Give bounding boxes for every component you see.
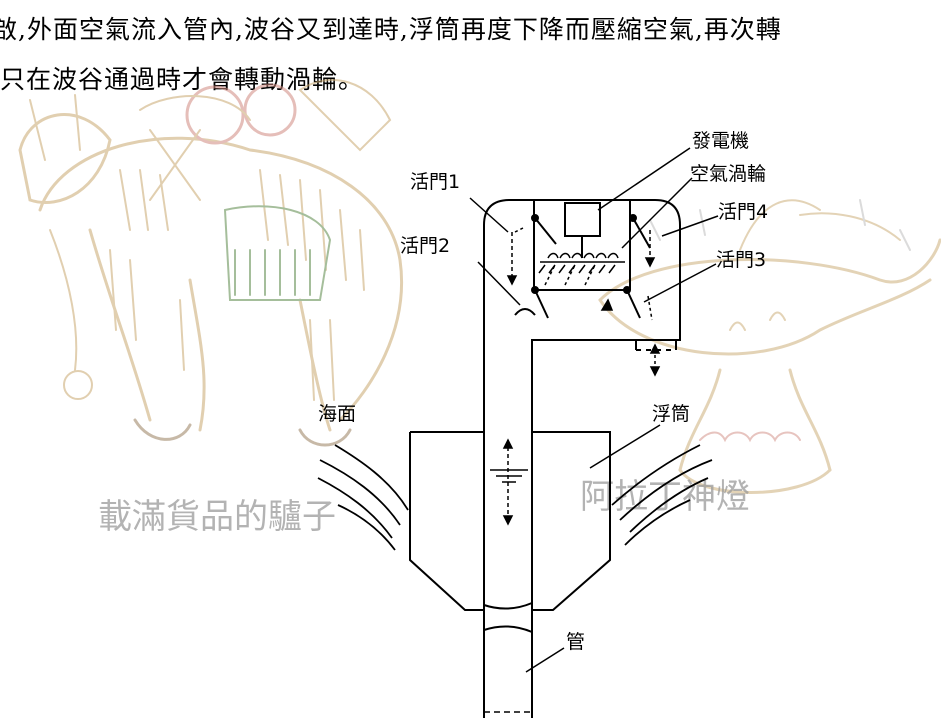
label-float: 浮筒 — [652, 403, 690, 425]
flow-arrows — [502, 227, 661, 526]
generator-box — [564, 202, 601, 237]
label-valve-3: 活門3 — [716, 249, 766, 271]
label-air-turbine: 空氣渦輪 — [690, 163, 766, 185]
main-tube-left — [483, 199, 511, 700]
upper-chamber — [510, 199, 681, 700]
label-valve-1: 活門1 — [410, 171, 460, 193]
float-body — [409, 431, 611, 611]
apparatus — [317, 199, 713, 718]
label-valve-2: 活門2 — [400, 235, 450, 257]
lamp-caption: 阿拉丁神燈 — [580, 477, 750, 517]
label-pipe: 管 — [566, 631, 585, 653]
donkey-sketch — [18, 79, 403, 447]
leader-lines — [469, 147, 719, 673]
donkey-caption: 載滿貨品的驢子 — [98, 497, 336, 537]
label-valve-4: 活門4 — [718, 201, 768, 223]
label-generator: 發電機 — [692, 130, 749, 152]
label-sea-surface: 海面 — [318, 403, 356, 425]
paragraph-line-1: 啟,外面空氣流入管內,波谷又到達時,浮筒再度下降而壓縮空氣,再次轉 — [0, 15, 782, 44]
lamp-sketch — [598, 199, 941, 494]
waves-right — [611, 444, 713, 546]
turbine — [538, 252, 625, 274]
waves-left — [317, 444, 409, 551]
